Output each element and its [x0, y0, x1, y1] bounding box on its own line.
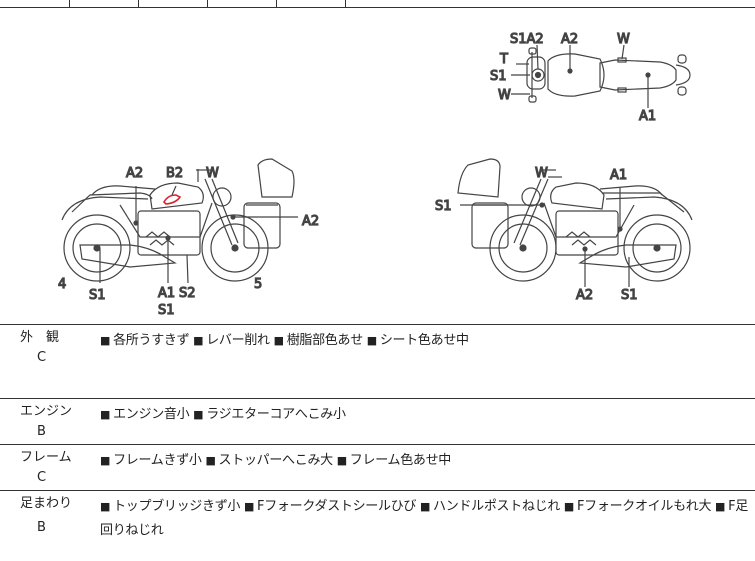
defect-item: 各所うすきず	[113, 333, 190, 348]
row-grade: B	[37, 520, 46, 535]
bullet-icon: ■	[100, 454, 111, 467]
row-frame: フレーム C ■フレームきず小 ■ストッパーへこみ大 ■フレーム色あせ中	[0, 445, 755, 491]
left-view-label-5: 5	[254, 277, 262, 292]
defect-item: フレームきず小	[113, 453, 202, 468]
top-view-label-a1: A1	[639, 109, 656, 124]
row-engine: エンジン B ■エンジン音小 ■ラジエターコアへこみ小	[0, 399, 755, 445]
defect-item: フレーム色あせ中	[349, 453, 452, 468]
left-view-label-s1-lower: S1	[158, 303, 175, 318]
table-top-strip	[0, 0, 755, 8]
row-label: フレーム	[20, 450, 72, 465]
left-view-label-a2-rear: A2	[302, 214, 319, 229]
left-view-label-a1: A1	[158, 286, 175, 301]
top-view-label-s1: S1	[490, 69, 507, 84]
row-label: 外 観	[20, 330, 60, 345]
bullet-icon: ■	[273, 334, 284, 347]
top-view-label-w-right: W	[617, 32, 630, 47]
defect-item: F足回りねじれ	[100, 499, 749, 538]
bullet-icon: ■	[243, 500, 255, 513]
row-description: ■各所うすきず ■レバー削れ ■樹脂部色あせ ■シート色あせ中	[100, 329, 750, 353]
left-view-label-w: W	[206, 166, 219, 181]
bullet-icon: ■	[205, 454, 216, 467]
left-view-label-s1: S1	[89, 288, 106, 303]
bullet-icon: ■	[193, 334, 204, 347]
bullet-icon: ■	[715, 500, 726, 513]
defect-item: ストッパーへこみ大	[218, 453, 334, 468]
defect-item: レバー削れ	[206, 333, 270, 348]
defect-item: Fフォークオイルもれ大	[577, 499, 712, 514]
bullet-icon: ■	[193, 408, 204, 421]
top-view-label-w-left: W	[498, 88, 511, 103]
right-view-label-s1-bottom: S1	[621, 288, 638, 303]
bullet-icon: ■	[100, 500, 111, 513]
defect-item: エンジン音小	[113, 407, 190, 422]
left-view-label-4: 4	[58, 277, 66, 292]
damage-diagram: S1A2 A2 W T S1 W A1	[0, 7, 755, 325]
top-view-label-a2: A2	[561, 32, 578, 47]
row-label: 足まわり	[20, 496, 73, 511]
left-view-label-a2-tank: A2	[126, 166, 143, 181]
right-view-outline	[457, 158, 693, 287]
top-view-label-s1a2: S1A2	[510, 32, 544, 47]
row-grade: C	[37, 470, 47, 485]
defect-item: 樹脂部色あせ	[286, 333, 364, 348]
bullet-icon: ■	[100, 334, 111, 347]
defect-item: トップブリッジきず小	[113, 499, 241, 514]
defect-item: ハンドルポストねじれ	[433, 499, 561, 514]
row-description: ■トップブリッジきず小 ■Fフォークダストシールひび ■ハンドルポストねじれ ■…	[100, 495, 750, 543]
row-grade: C	[37, 350, 47, 365]
row-description: ■フレームきず小 ■ストッパーへこみ大 ■フレーム色あせ中	[100, 449, 750, 473]
row-suspension: 足まわり B ■トップブリッジきず小 ■Fフォークダストシールひび ■ハンドルポ…	[0, 491, 755, 561]
left-view-label-s2: S2	[179, 286, 196, 301]
row-description: ■エンジン音小 ■ラジエターコアへこみ小	[100, 403, 750, 427]
right-view-label-s1: S1	[435, 199, 452, 214]
bullet-icon: ■	[100, 408, 111, 421]
row-grade: B	[37, 424, 46, 439]
right-view-label-a1: A1	[610, 168, 627, 183]
bullet-icon: ■	[366, 334, 377, 347]
left-view-outline	[61, 158, 298, 284]
bullet-icon: ■	[419, 500, 431, 513]
row-exterior: 外 観 C ■各所うすきず ■レバー削れ ■樹脂部色あせ ■シート色あせ中	[0, 325, 755, 399]
bullet-icon: ■	[563, 500, 574, 513]
row-label: エンジン	[20, 404, 73, 419]
defect-item: シート色あせ中	[379, 333, 469, 348]
defect-item: Fフォークダストシールひび	[257, 499, 417, 514]
bullet-icon: ■	[336, 454, 347, 467]
defect-item: ラジエターコアへこみ小	[206, 407, 346, 422]
top-view-outline	[511, 44, 691, 108]
left-view-label-b2: B2	[166, 166, 183, 181]
right-view-label-w: W	[535, 166, 548, 181]
right-view-label-a2: A2	[576, 288, 593, 303]
top-view-label-t: T	[499, 52, 508, 67]
